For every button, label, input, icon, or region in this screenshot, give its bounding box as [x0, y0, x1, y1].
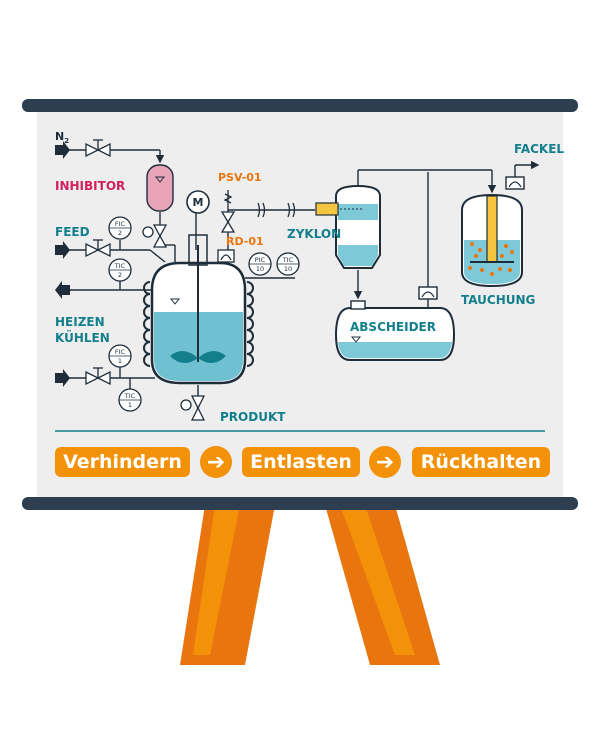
step-relieve: Entlasten	[242, 447, 360, 477]
reactor-vessel	[143, 234, 254, 385]
fic-top-tag: FIC	[115, 220, 126, 228]
easel-legs	[180, 505, 440, 665]
heat-label: HEIZEN	[55, 315, 105, 329]
inhibitor-tank	[146, 164, 174, 212]
cool-label: KÜHLEN	[55, 330, 110, 345]
tic-mid-tag: TIC	[282, 256, 294, 264]
separator-label: ABSCHEIDER	[350, 320, 436, 334]
inhibitor-label: INHIBITOR	[55, 179, 125, 193]
cyclone-vessel	[315, 184, 381, 269]
pic-num: 10	[256, 265, 264, 273]
rd-label: RD-01	[226, 235, 264, 248]
fic-top-num: 2	[118, 229, 122, 237]
tic-top-num: 2	[118, 271, 122, 279]
flare-label: FACKEL	[514, 142, 564, 156]
quench-label: TAUCHUNG	[461, 293, 535, 307]
tic-top-tag: TIC	[114, 262, 126, 270]
board-panel	[37, 110, 563, 500]
fic-bottom-num: 1	[118, 357, 122, 365]
feed-label: FEED	[55, 225, 90, 239]
tic-mid-num: 10	[284, 265, 292, 273]
arrow-right-icon: ➔	[200, 446, 232, 478]
arrow-right-icon: ➔	[369, 446, 401, 478]
tic-bottom-tag: TIC	[124, 392, 136, 400]
product-label: PRODUKT	[220, 410, 286, 424]
step-contain: Rückhalten	[412, 447, 550, 477]
separator-vessel	[334, 286, 456, 361]
bottom-rail	[22, 497, 578, 510]
pic-tag: PIC	[255, 256, 266, 264]
quench-tank	[461, 176, 525, 288]
step-prevent: Verhindern	[55, 447, 190, 477]
psv-label: PSV-01	[218, 171, 262, 184]
motor-symbol	[186, 190, 210, 214]
nitrogen-label: N2	[55, 130, 69, 145]
cyclone-label: ZYKLON	[287, 227, 341, 241]
fic-bottom-tag: FIC	[115, 348, 126, 356]
motor-label: M	[193, 196, 204, 209]
top-rail	[22, 99, 578, 112]
tic-bottom-num: 1	[128, 401, 132, 409]
